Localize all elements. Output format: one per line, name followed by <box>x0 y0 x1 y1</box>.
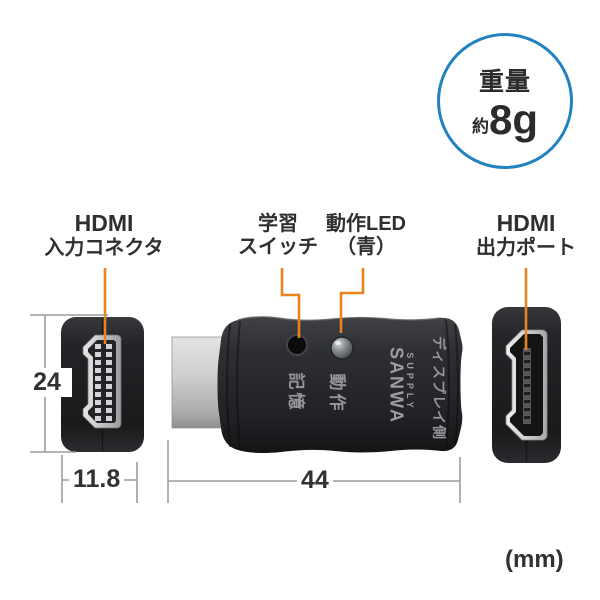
button-print-label: 記憶 <box>286 372 306 413</box>
label-hdmi-input-line1: HDMI <box>74 210 134 236</box>
label-status-led-line1: 動作LED <box>326 213 406 235</box>
dimension-height: 24 <box>22 368 72 397</box>
adapter-side-view <box>171 316 463 454</box>
weight-badge: 重量 約 8g <box>437 33 573 169</box>
label-status-led: 動作LED （青） <box>303 213 429 259</box>
weight-approx: 約 <box>471 117 489 137</box>
label-learn-switch-line1: 学習 <box>258 213 298 235</box>
label-hdmi-output-line2: 出力ポート <box>476 237 576 260</box>
dimension-body-width: 44 <box>297 466 333 495</box>
brand-logo-text: SANWA <box>386 347 407 424</box>
brand-logo-subtext: SUPPLY <box>405 352 415 412</box>
hdmi-output-port-view <box>492 307 561 463</box>
adapter-body <box>217 316 463 454</box>
hdmi-input-connector-view <box>61 317 144 452</box>
label-learn-switch: 学習 スイッチ <box>218 213 338 259</box>
label-hdmi-input: HDMI 入力コネクタ <box>32 210 176 260</box>
status-led <box>330 336 354 360</box>
weight-title: 重量 <box>478 68 531 97</box>
weight-value: 8g <box>488 96 538 144</box>
display-side-print: ディスプレイ側 <box>431 335 447 441</box>
label-status-led-line2: （青） <box>336 236 396 258</box>
label-hdmi-output: HDMI 出力ポート <box>454 210 598 260</box>
grip-ridges <box>226 319 459 451</box>
port-pin-slots <box>524 352 530 419</box>
label-learn-switch-line2: スイッチ <box>238 236 318 258</box>
learn-switch-button <box>286 334 308 356</box>
weight-value-row: 約 8g <box>471 96 538 144</box>
connector-pins <box>95 344 112 421</box>
label-hdmi-input-line2: 入力コネクタ <box>44 237 164 260</box>
dimension-input-width: 11.8 <box>69 465 125 494</box>
dimension-unit: (mm) <box>505 546 564 573</box>
label-hdmi-output-line1: HDMI <box>496 210 556 236</box>
body-top-highlight <box>237 316 442 322</box>
led-print-label: 動作 <box>327 373 347 414</box>
led-highlight <box>335 341 341 345</box>
